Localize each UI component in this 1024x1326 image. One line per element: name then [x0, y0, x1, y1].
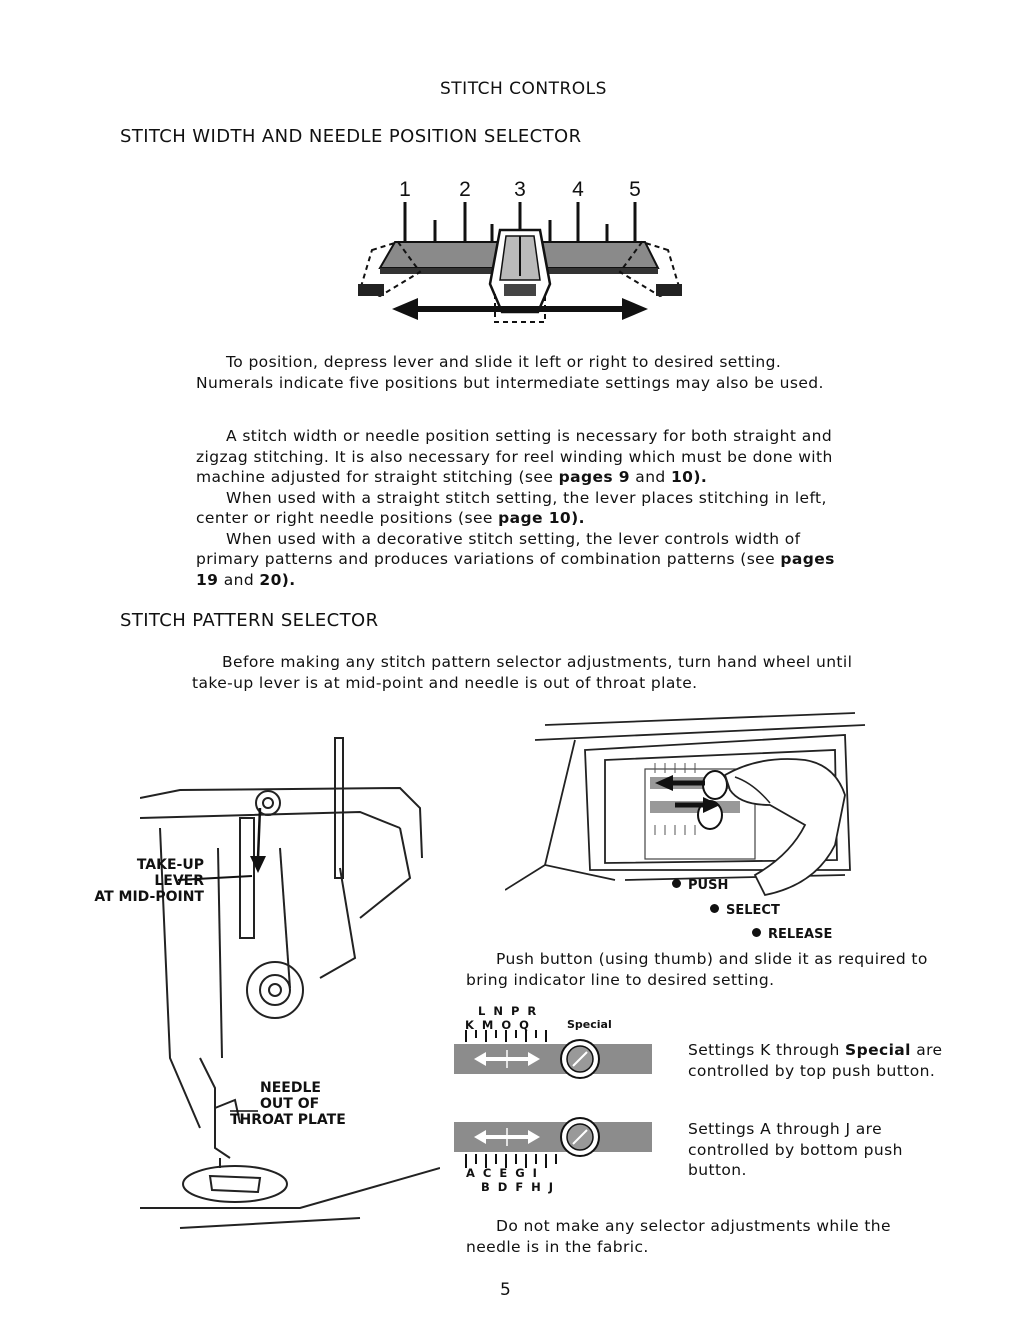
page-ref: pages 19	[196, 550, 835, 589]
adjustment-warning: Do not make any selector adjustments whi…	[466, 1216, 946, 1257]
pattern-intro-text: Before making any stitch pattern selecto…	[192, 653, 853, 692]
page-ref: 10).	[671, 468, 708, 486]
position-number-1: 1	[399, 178, 411, 201]
width-selector-diagram: 1 2 3 4 5	[358, 178, 682, 323]
top-button-description: Settings K through Special are controlle…	[688, 1041, 943, 1080]
position-number-2: 2	[459, 178, 471, 201]
top-letters-lower: KMOQ	[465, 1018, 537, 1032]
bullet-icon	[710, 904, 719, 913]
width-selector-details: A stitch width or needle position settin…	[196, 426, 860, 590]
take-up-lever-callout: TAKE-UP LEVER AT MID-POINT	[84, 857, 204, 905]
pattern-selector-heading: STITCH PATTERN SELECTOR	[120, 610, 379, 631]
sewing-machine-illustration	[140, 737, 440, 1229]
special-ref: Special	[845, 1041, 911, 1059]
bottom-button-description: Settings A through J are controlled by b…	[688, 1119, 950, 1181]
callout-line: TAKE-UP	[136, 857, 204, 873]
page-ref: pages 9	[558, 468, 630, 486]
bottom-letters-lower: BDFHJ	[481, 1180, 562, 1194]
callout-line: AT MID-POINT	[94, 889, 204, 905]
width-selector-para4: When used with a decorative stitch setti…	[196, 529, 835, 589]
push-instruction: Push button (using thumb) and slide it a…	[466, 949, 946, 990]
selector-panel-illustration	[505, 712, 866, 897]
bottom-letters-upper: ACEGI	[466, 1166, 545, 1180]
callout-line: NEEDLE	[260, 1080, 321, 1096]
page-ref: page 10).	[498, 509, 585, 527]
push-instruction-text: Push button (using thumb) and slide it a…	[466, 950, 928, 989]
callout-line: THROAT PLATE	[230, 1112, 346, 1128]
width-selector-intro: To position, depress lever and slide it …	[196, 352, 860, 393]
width-selector-para1: To position, depress lever and slide it …	[196, 353, 824, 392]
bullet-icon	[672, 879, 681, 888]
position-number-4: 4	[572, 178, 584, 201]
page-title: STITCH CONTROLS	[440, 79, 607, 99]
callout-line: LEVER	[154, 873, 204, 889]
position-number-5: 5	[629, 178, 641, 201]
needle-callout: NEEDLE OUT OF THROAT PLATE	[230, 1080, 370, 1128]
width-selector-para2: A stitch width or needle position settin…	[196, 427, 833, 486]
bottom-selector-strip	[454, 1117, 652, 1168]
page-number: 5	[500, 1280, 511, 1300]
step-select: SELECT	[710, 903, 780, 918]
top-letters-upper: LNPR	[478, 1004, 545, 1018]
callout-line: OUT OF	[260, 1096, 320, 1112]
warning-text: Do not make any selector adjustments whi…	[466, 1217, 891, 1256]
width-selector-para3: When used with a straight stitch setting…	[196, 488, 827, 528]
width-selector-heading: STITCH WIDTH AND NEEDLE POSITION SELECTO…	[120, 126, 582, 147]
position-number-3: 3	[514, 178, 526, 201]
bullet-icon	[752, 928, 761, 937]
step-release: RELEASE	[752, 927, 832, 942]
top-selector-strip	[454, 1030, 652, 1079]
step-push: PUSH	[672, 878, 728, 893]
bottom-button-text: Settings A through J are controlled by b…	[688, 1120, 903, 1179]
special-label: Special	[567, 1018, 612, 1031]
pattern-selector-intro: Before making any stitch pattern selecto…	[192, 652, 860, 693]
page-ref: 20).	[259, 570, 296, 589]
